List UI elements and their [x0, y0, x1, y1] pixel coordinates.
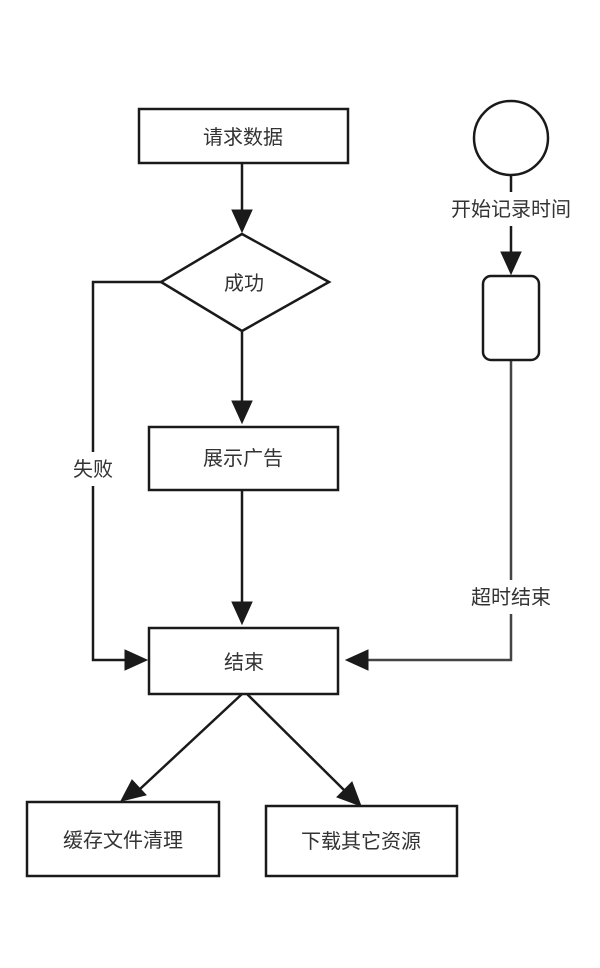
edge-label-bg-failure — [60, 452, 126, 486]
edge-label-bg-timeout-end — [456, 580, 566, 614]
arrowhead-request-to-success — [231, 209, 253, 234]
node-clear-cache-label: 缓存文件清理 — [63, 828, 183, 852]
edge-label-bg-start-record-time — [434, 192, 590, 226]
arrowhead-end-to-download — [336, 781, 362, 807]
node-download-resources — [264, 804, 459, 878]
arrowhead-failure-to-end — [124, 649, 149, 671]
node-end — [147, 626, 340, 696]
edge-end-to-clear-cache — [139, 693, 243, 790]
node-show-ad — [147, 425, 340, 492]
node-timer-box — [481, 274, 541, 362]
edge-label-failure: 失败 — [73, 457, 113, 481]
arrowhead-timeout-to-end — [344, 649, 369, 671]
node-clear-cache — [25, 800, 221, 878]
node-show-ad-label: 展示广告 — [203, 446, 283, 470]
arrowhead-show-ad-to-end — [231, 601, 253, 626]
edge-label-start-record-time: 开始记录时间 — [451, 197, 571, 221]
node-request-data-label: 请求数据 — [203, 125, 283, 149]
edge-timeout-to-end — [364, 360, 513, 662]
node-request-data — [137, 107, 350, 165]
edge-end-to-download — [246, 693, 345, 791]
edge-label-timeout-end: 超时结束 — [471, 585, 551, 609]
arrowhead-end-to-clear-cache — [120, 779, 147, 802]
node-success-diamond — [158, 232, 332, 333]
node-download-resources-label: 下载其它资源 — [301, 829, 421, 853]
node-end-label: 结束 — [224, 650, 264, 674]
arrowhead-success-to-show-ad — [231, 400, 253, 425]
node-start-circle — [472, 99, 550, 177]
arrowhead-circle-to-timer — [500, 251, 522, 276]
node-success-label: 成功 — [224, 271, 264, 295]
